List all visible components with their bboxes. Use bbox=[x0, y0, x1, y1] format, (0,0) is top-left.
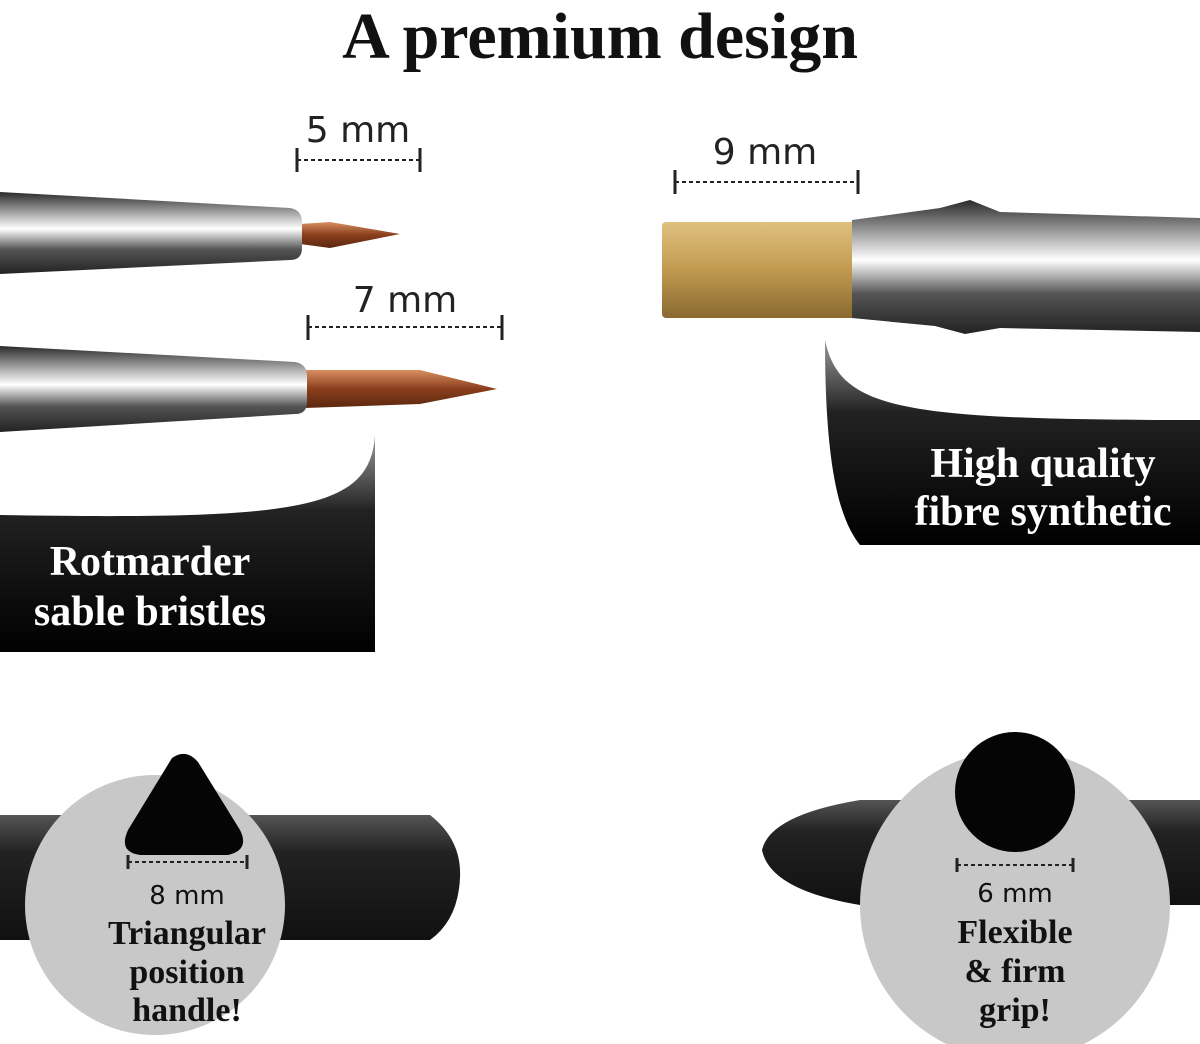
label-line: Rotmarder bbox=[50, 539, 251, 585]
circle-icon bbox=[955, 732, 1075, 852]
size-label-7mm: 7 mm bbox=[353, 280, 457, 321]
handle-label-line: handle! bbox=[132, 992, 242, 1029]
handle-label-line: Triangular bbox=[108, 915, 266, 952]
small-round-brush bbox=[0, 192, 400, 274]
size-label-8mm: 8 mm bbox=[149, 881, 224, 911]
size-label-9mm: 9 mm bbox=[713, 132, 817, 173]
flat-brush bbox=[662, 200, 1200, 334]
label-line: fibre synthetic bbox=[914, 489, 1171, 535]
medium-round-brush bbox=[0, 346, 497, 432]
handle-label-line: position bbox=[129, 954, 244, 991]
label-line: High quality bbox=[930, 441, 1155, 487]
brush-handle bbox=[0, 192, 302, 274]
page-title: A premium design bbox=[342, 0, 858, 73]
sable-bristles bbox=[300, 222, 400, 248]
size-label-6mm: 6 mm bbox=[977, 879, 1052, 909]
size-label-5mm: 5 mm bbox=[306, 110, 410, 151]
triangle-icon bbox=[124, 753, 244, 855]
label-banner-right bbox=[825, 340, 1200, 545]
handle-label-line: grip! bbox=[979, 992, 1051, 1029]
handle-label-line: & firm bbox=[964, 953, 1065, 990]
label-line: sable bristles bbox=[34, 589, 266, 635]
handle-label-line: Flexible bbox=[957, 914, 1072, 951]
cross-section-circle bbox=[860, 750, 1170, 1044]
label-banner-left bbox=[0, 435, 375, 652]
